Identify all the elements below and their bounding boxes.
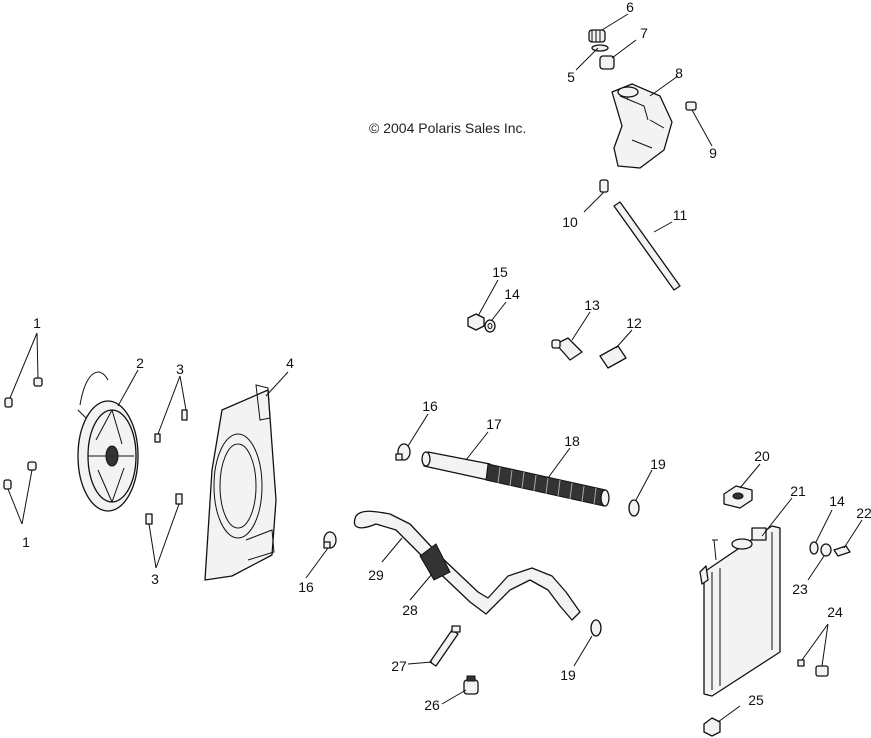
callout-6: 6 — [626, 0, 634, 15]
part-28-coupler — [409, 543, 451, 601]
callout-19-lower: 19 — [560, 667, 576, 683]
part-6-cap — [588, 13, 629, 43]
part-2-fan-assembly — [77, 369, 139, 512]
callout-16-upper: 16 — [422, 398, 438, 414]
callout-numbers: 1 1 2 3 3 4 5 6 7 8 9 10 11 12 13 14 14 … — [22, 0, 871, 713]
callout-8: 8 — [675, 65, 683, 81]
callout-19-upper: 19 — [650, 456, 666, 472]
part-3-clips-upper — [154, 375, 188, 443]
callout-12: 12 — [626, 315, 642, 331]
part-21-radiator — [699, 497, 793, 697]
part-17-tube — [421, 431, 491, 481]
callout-14-lower: 14 — [829, 493, 845, 509]
part-3-clips-lower — [145, 493, 183, 569]
part-14-washer-lower — [809, 509, 833, 555]
callout-13: 13 — [584, 297, 600, 313]
callout-17: 17 — [486, 416, 502, 432]
part-7-adapter — [599, 39, 637, 70]
callout-9: 9 — [709, 145, 717, 161]
part-1-fasteners-upper — [4, 332, 43, 408]
part-27-rod — [407, 625, 461, 667]
part-24-mounts — [797, 623, 829, 677]
callout-1-lower: 1 — [22, 534, 30, 550]
callout-10: 10 — [562, 214, 578, 230]
callout-1-upper: 1 — [33, 315, 41, 331]
copyright-notice: © 2004 Polaris Sales Inc. — [369, 120, 527, 136]
callout-27: 27 — [391, 658, 407, 674]
callout-29: 29 — [368, 567, 384, 583]
callout-20: 20 — [754, 448, 770, 464]
part-25-drain-plug — [703, 705, 741, 737]
callout-24: 24 — [827, 604, 843, 620]
part-16-clamp-lower — [305, 531, 337, 579]
part-11-tube — [613, 201, 681, 291]
callout-2: 2 — [136, 355, 144, 371]
part-15-nut — [467, 279, 499, 331]
callout-7: 7 — [640, 25, 648, 41]
callout-23: 23 — [792, 581, 808, 597]
part-12-plug — [599, 329, 633, 369]
part-8-reservoir — [611, 75, 679, 169]
callout-28: 28 — [402, 602, 418, 618]
part-10-clamp — [583, 179, 609, 213]
callout-22: 22 — [856, 505, 871, 521]
part-23-spacer — [807, 543, 832, 581]
part-20-radiator-cap — [723, 463, 761, 509]
part-4-fan-shroud — [204, 371, 289, 581]
callout-26: 26 — [424, 697, 440, 713]
part-13-fitting — [551, 311, 591, 361]
callout-3-lower: 3 — [151, 571, 159, 587]
part-14-washer-upper — [484, 301, 507, 333]
callout-14-upper: 14 — [504, 286, 520, 302]
callout-16-lower: 16 — [298, 579, 314, 595]
part-5-gasket — [575, 44, 609, 71]
callout-4: 4 — [286, 355, 294, 371]
part-9-bolt — [685, 101, 713, 147]
callout-3-upper: 3 — [176, 361, 184, 377]
part-22-bolt — [833, 519, 863, 557]
callout-15: 15 — [492, 264, 508, 280]
part-19-clamp-lower — [573, 619, 602, 667]
part-29-hose — [353, 510, 581, 621]
callout-5: 5 — [567, 69, 575, 85]
callout-18: 18 — [564, 433, 580, 449]
part-26-fitting — [441, 675, 479, 705]
callout-11: 11 — [673, 207, 688, 223]
part-1-fasteners-lower — [3, 461, 37, 525]
callout-25: 25 — [748, 692, 764, 708]
part-16-clamp-upper — [395, 413, 429, 461]
callout-21: 21 — [790, 483, 806, 499]
part-18-corrugated-hose — [485, 447, 610, 507]
part-19-clamp-upper — [628, 469, 653, 517]
